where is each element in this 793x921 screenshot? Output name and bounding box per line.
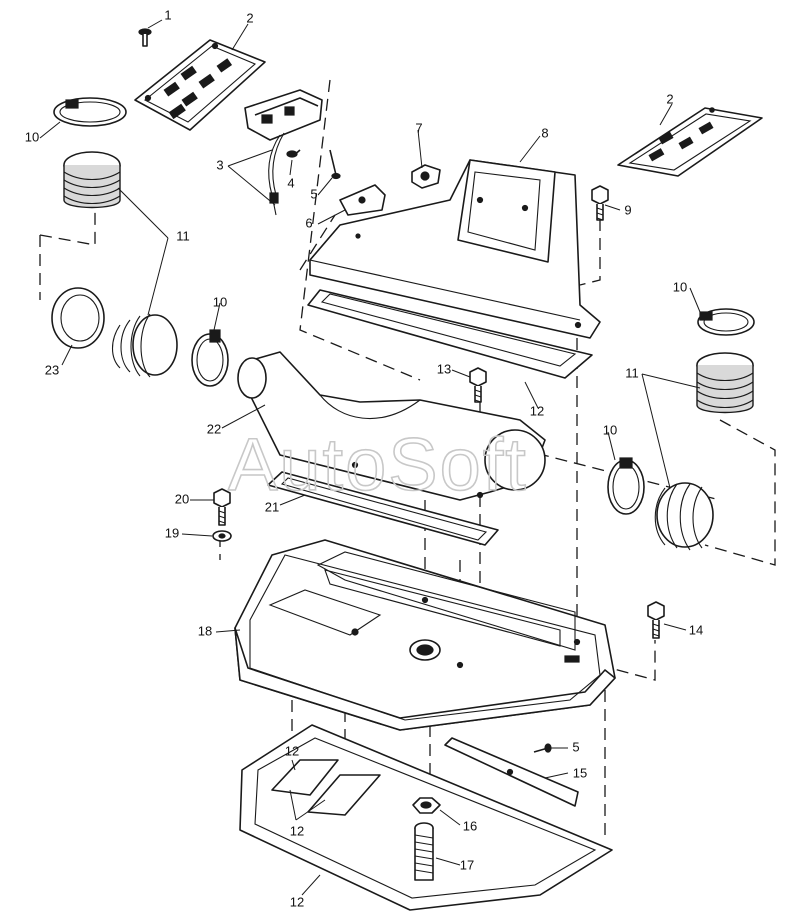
callout-1: 1 bbox=[164, 7, 171, 22]
callout-10: 10 bbox=[673, 279, 687, 294]
bolt-part-14 bbox=[647, 601, 665, 639]
callout-7: 7 bbox=[415, 120, 422, 135]
callout-18: 18 bbox=[198, 623, 212, 638]
ring-part-23 bbox=[51, 287, 105, 349]
callout-17: 17 bbox=[460, 857, 474, 872]
top-housing-part-8 bbox=[308, 159, 601, 339]
callout-16: 16 bbox=[463, 818, 477, 833]
pin-part-5-lower bbox=[533, 743, 552, 753]
callout-2: 2 bbox=[246, 10, 253, 25]
pin-part-5 bbox=[329, 149, 341, 180]
nut-part-16 bbox=[412, 797, 441, 814]
callout-23: 23 bbox=[45, 362, 59, 377]
bolt-part-9 bbox=[591, 185, 609, 221]
callout-12: 12 bbox=[530, 403, 544, 418]
bolt-part-20 bbox=[213, 488, 231, 526]
flexible-hose-part-11-c bbox=[696, 352, 754, 414]
callout-22: 22 bbox=[207, 421, 221, 436]
callout-19: 19 bbox=[165, 525, 179, 540]
callout-12: 12 bbox=[290, 894, 304, 909]
flexible-hose-part-11-b bbox=[111, 313, 178, 378]
screw-part-1 bbox=[138, 28, 152, 47]
callout-5: 5 bbox=[572, 739, 579, 754]
flexible-hose-part-11-d bbox=[654, 482, 714, 551]
callout-13: 13 bbox=[437, 361, 451, 376]
callout-4: 4 bbox=[287, 175, 294, 190]
control-panel-left bbox=[134, 39, 266, 131]
callout-14: 14 bbox=[689, 622, 703, 637]
callout-5: 5 bbox=[310, 186, 317, 201]
hose-clamp-part-10-b bbox=[191, 329, 229, 387]
hose-clamp-part-10-d bbox=[607, 457, 645, 515]
flexible-hose-part-11-a bbox=[63, 151, 121, 209]
base-housing-part-18 bbox=[234, 539, 616, 731]
nut-part-7 bbox=[411, 164, 441, 189]
callout-10: 10 bbox=[213, 294, 227, 309]
spring-part-17 bbox=[414, 822, 434, 881]
watermark-text: AutoSoft bbox=[228, 423, 528, 506]
gasket-part-21 bbox=[267, 471, 499, 546]
bolt-part-13 bbox=[469, 367, 487, 403]
callout-6: 6 bbox=[305, 215, 312, 230]
bottom-tray-part-12 bbox=[239, 724, 613, 911]
callout-21: 21 bbox=[265, 499, 279, 514]
callout-2: 2 bbox=[666, 91, 673, 106]
bracket-part-6 bbox=[339, 184, 386, 216]
hose-clamp-part-10-a bbox=[53, 97, 127, 127]
control-panel-right bbox=[617, 107, 763, 177]
callout-20: 20 bbox=[175, 491, 189, 506]
callout-10: 10 bbox=[25, 129, 39, 144]
callout-8: 8 bbox=[541, 125, 548, 140]
callout-12: 12 bbox=[290, 823, 304, 838]
callout-15: 15 bbox=[573, 765, 587, 780]
callout-12: 12 bbox=[285, 743, 299, 758]
callout-9: 9 bbox=[624, 202, 631, 217]
callout-10: 10 bbox=[603, 422, 617, 437]
gasket-part-12-top bbox=[307, 289, 593, 379]
callout-11: 11 bbox=[625, 365, 639, 380]
switch-assembly-part-3 bbox=[244, 89, 323, 216]
callout-labels: 1 2 2 10 3 4 5 6 7 8 9 11 10 10 23 11 13… bbox=[25, 7, 703, 909]
washer-part-19 bbox=[212, 530, 232, 542]
leader-lines bbox=[39, 19, 701, 896]
air-duct-part-22 bbox=[237, 351, 546, 501]
hose-clamp-part-10-c bbox=[697, 308, 755, 336]
strap-part-15 bbox=[444, 737, 579, 807]
callout-3: 3 bbox=[216, 157, 223, 172]
callout-11: 11 bbox=[176, 228, 190, 243]
screw-part-4 bbox=[286, 149, 301, 158]
